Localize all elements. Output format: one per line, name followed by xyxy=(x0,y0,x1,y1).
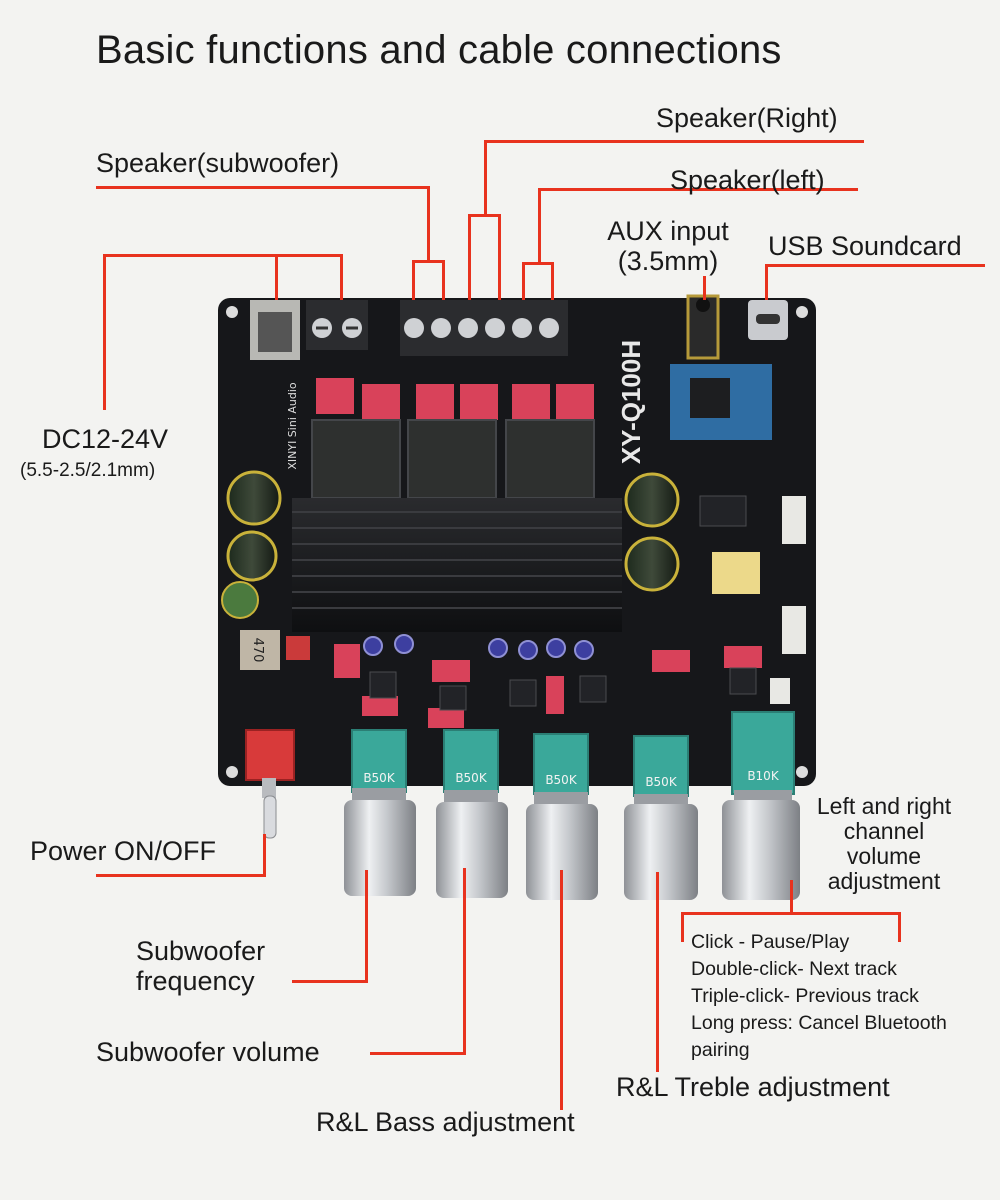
knob-subwoofer-volume[interactable] xyxy=(436,790,508,898)
label-power: Power ON/OFF xyxy=(30,836,217,866)
page-title: Basic functions and cable connections xyxy=(96,28,782,72)
heatsink-fins xyxy=(292,511,622,609)
label-lr-line2: channel xyxy=(843,818,925,844)
knob-function-click: Click - Pause/Play xyxy=(691,931,850,953)
mount-hole xyxy=(796,766,808,778)
potentiometer-4 xyxy=(633,735,689,797)
power-switch[interactable] xyxy=(245,729,295,839)
label-usb-soundcard: USB Soundcard xyxy=(768,231,962,261)
label-sub-freq-line2: frequency xyxy=(136,966,255,996)
knob-function-double-click: Double-click- Next track xyxy=(691,958,897,980)
pot-label-3: B50K xyxy=(545,773,578,787)
label-speaker-subwoofer: Speaker(subwoofer) xyxy=(96,148,340,178)
label-subwoofer-frequency: Subwoofer frequency xyxy=(136,936,265,996)
label-lr-line4: adjustment xyxy=(827,868,941,894)
label-aux-line1: AUX input xyxy=(607,216,729,246)
label-aux-line2: (3.5mm) xyxy=(617,246,719,276)
board-brand-text: XINYI Sini Audio xyxy=(286,382,299,470)
mount-hole xyxy=(226,306,238,318)
board-model-text: XY-Q100H xyxy=(616,340,646,464)
mount-hole xyxy=(796,306,808,318)
label-lr-line3: volume xyxy=(846,843,922,869)
electrolytic-capacitors xyxy=(221,470,680,619)
knob-bass[interactable] xyxy=(526,792,598,900)
ic-chips xyxy=(369,495,757,711)
label-bass: R&L Bass adjustment xyxy=(316,1107,575,1137)
aux-jack-hole xyxy=(696,298,710,312)
knob-treble[interactable] xyxy=(624,794,698,900)
potentiometer-5 xyxy=(731,711,795,795)
label-lr-line1: Left and right xyxy=(816,793,952,819)
knob-subwoofer-frequency[interactable] xyxy=(344,788,416,896)
label-sub-freq-line1: Subwoofer xyxy=(136,936,266,966)
knob-function-long-press-cont: pairing xyxy=(691,1039,750,1061)
knob-functions-list: Click - Pause/Play Double-click- Next tr… xyxy=(691,929,947,1064)
label-treble: R&L Treble adjustment xyxy=(616,1072,890,1102)
label-aux-input: AUX input (3.5mm) xyxy=(584,216,752,276)
potentiometer-1 xyxy=(351,729,407,793)
usb-port-slot xyxy=(756,314,780,324)
connector-headers xyxy=(770,496,806,704)
red-cap xyxy=(334,644,360,678)
knob-function-triple-click: Triple-click- Previous track xyxy=(691,985,919,1007)
dc-jack-socket xyxy=(258,312,292,352)
label-dc-jack-size: (5.5-2.5/2.1mm) xyxy=(20,460,156,481)
pot-label-4: B50K xyxy=(645,775,678,789)
terminal-block-speakers xyxy=(400,300,568,356)
terminal-block-subwoofer xyxy=(306,300,368,350)
pot-label-1: B50K xyxy=(363,771,396,785)
red-cap xyxy=(286,636,310,660)
inductors xyxy=(311,419,595,499)
pot-label-2: B50K xyxy=(455,771,488,785)
inductor-label: 470 xyxy=(250,638,265,663)
inductor-470 xyxy=(240,630,280,670)
label-dc-voltage: DC12-24V xyxy=(42,424,169,454)
film-capacitors xyxy=(316,378,762,728)
label-speaker-left: Speaker(left) xyxy=(670,165,825,195)
mount-hole xyxy=(226,766,238,778)
small-capacitors xyxy=(363,634,594,660)
relay xyxy=(712,552,760,594)
bluetooth-chip xyxy=(690,378,730,418)
potentiometer-3 xyxy=(533,733,589,795)
knob-function-long-press: Long press: Cancel Bluetooth xyxy=(691,1012,947,1034)
label-subwoofer-volume: Subwoofer volume xyxy=(96,1037,320,1067)
pot-label-5: B10K xyxy=(747,769,780,783)
knob-volume[interactable] xyxy=(722,790,800,900)
label-speaker-right: Speaker(Right) xyxy=(656,103,838,133)
heatsink xyxy=(292,498,622,632)
label-lr-volume: Left and right channel volume adjustment xyxy=(798,794,970,894)
